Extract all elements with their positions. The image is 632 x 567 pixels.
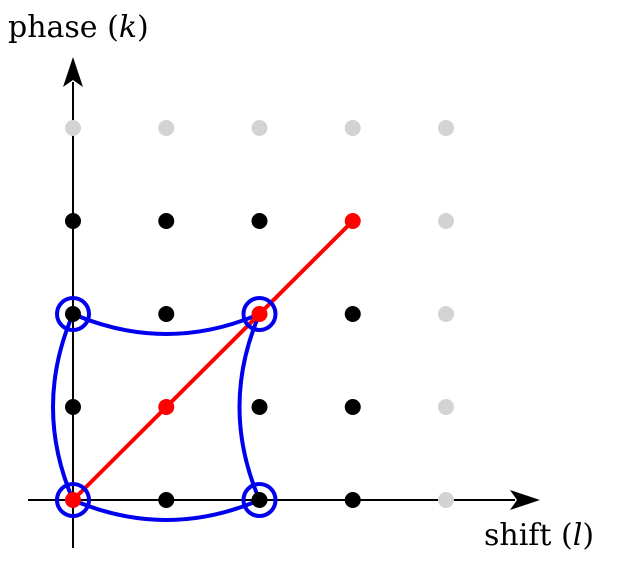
- lattice-point-l1-k4: [158, 120, 175, 136]
- highlight-circles: [55, 296, 278, 518]
- lattice-point-l3-k4: [344, 120, 361, 136]
- y-axis-arrowhead: [63, 57, 83, 87]
- lattice-point-l0-k0: [65, 492, 81, 508]
- lattice-point-l1-k2: [158, 306, 175, 322]
- lattice-point-l1-k1: [158, 399, 175, 415]
- lattice-point-l2-k0: [251, 492, 268, 508]
- lattice-point-l3-k3: [344, 213, 361, 229]
- connection-curve-2: [51, 313, 75, 501]
- connection-curves: [51, 312, 262, 522]
- lattice-point-l4-k0: [438, 492, 454, 508]
- lattice-point-l4-k1: [438, 399, 454, 415]
- x-axis-arrowhead: [510, 490, 540, 510]
- lattice-point-l2-k4: [251, 120, 268, 136]
- lattice-points: [65, 120, 454, 508]
- diagonal-line: [71, 219, 355, 502]
- connection-curve-1: [72, 312, 261, 336]
- connection-curve-0: [72, 498, 261, 522]
- connection-curve-3: [237, 313, 262, 501]
- highlight-circle-l0-k2: [55, 296, 91, 332]
- highlight-circle-l2-k2: [241, 296, 278, 332]
- highlight-circle-l2-k0: [241, 482, 278, 518]
- y-axis-label: phase (k): [8, 10, 149, 45]
- lattice-point-l1-k3: [158, 213, 175, 229]
- lattice-point-l2-k2: [251, 306, 268, 322]
- lattice-point-l0-k3: [65, 213, 81, 229]
- lattice-point-l0-k2: [65, 306, 81, 322]
- lattice-point-l1-k0: [158, 492, 175, 508]
- lattice-point-l4-k4: [438, 120, 454, 136]
- lattice-point-l4-k3: [438, 213, 454, 229]
- lattice-point-l3-k1: [344, 399, 361, 415]
- lattice-point-l4-k2: [438, 306, 454, 322]
- highlight-circle-l0-k0: [55, 482, 91, 518]
- lattice-point-l3-k2: [344, 306, 361, 322]
- diagonal-line-group: [71, 219, 355, 502]
- x-axis-label: shift (l): [484, 518, 594, 553]
- axes: [28, 57, 540, 548]
- lattice-point-l2-k3: [251, 213, 268, 229]
- lattice-point-l2-k1: [251, 399, 268, 415]
- lattice-point-l0-k4: [65, 120, 81, 136]
- lattice-point-l3-k0: [344, 492, 361, 508]
- lattice-point-l0-k1: [65, 399, 81, 415]
